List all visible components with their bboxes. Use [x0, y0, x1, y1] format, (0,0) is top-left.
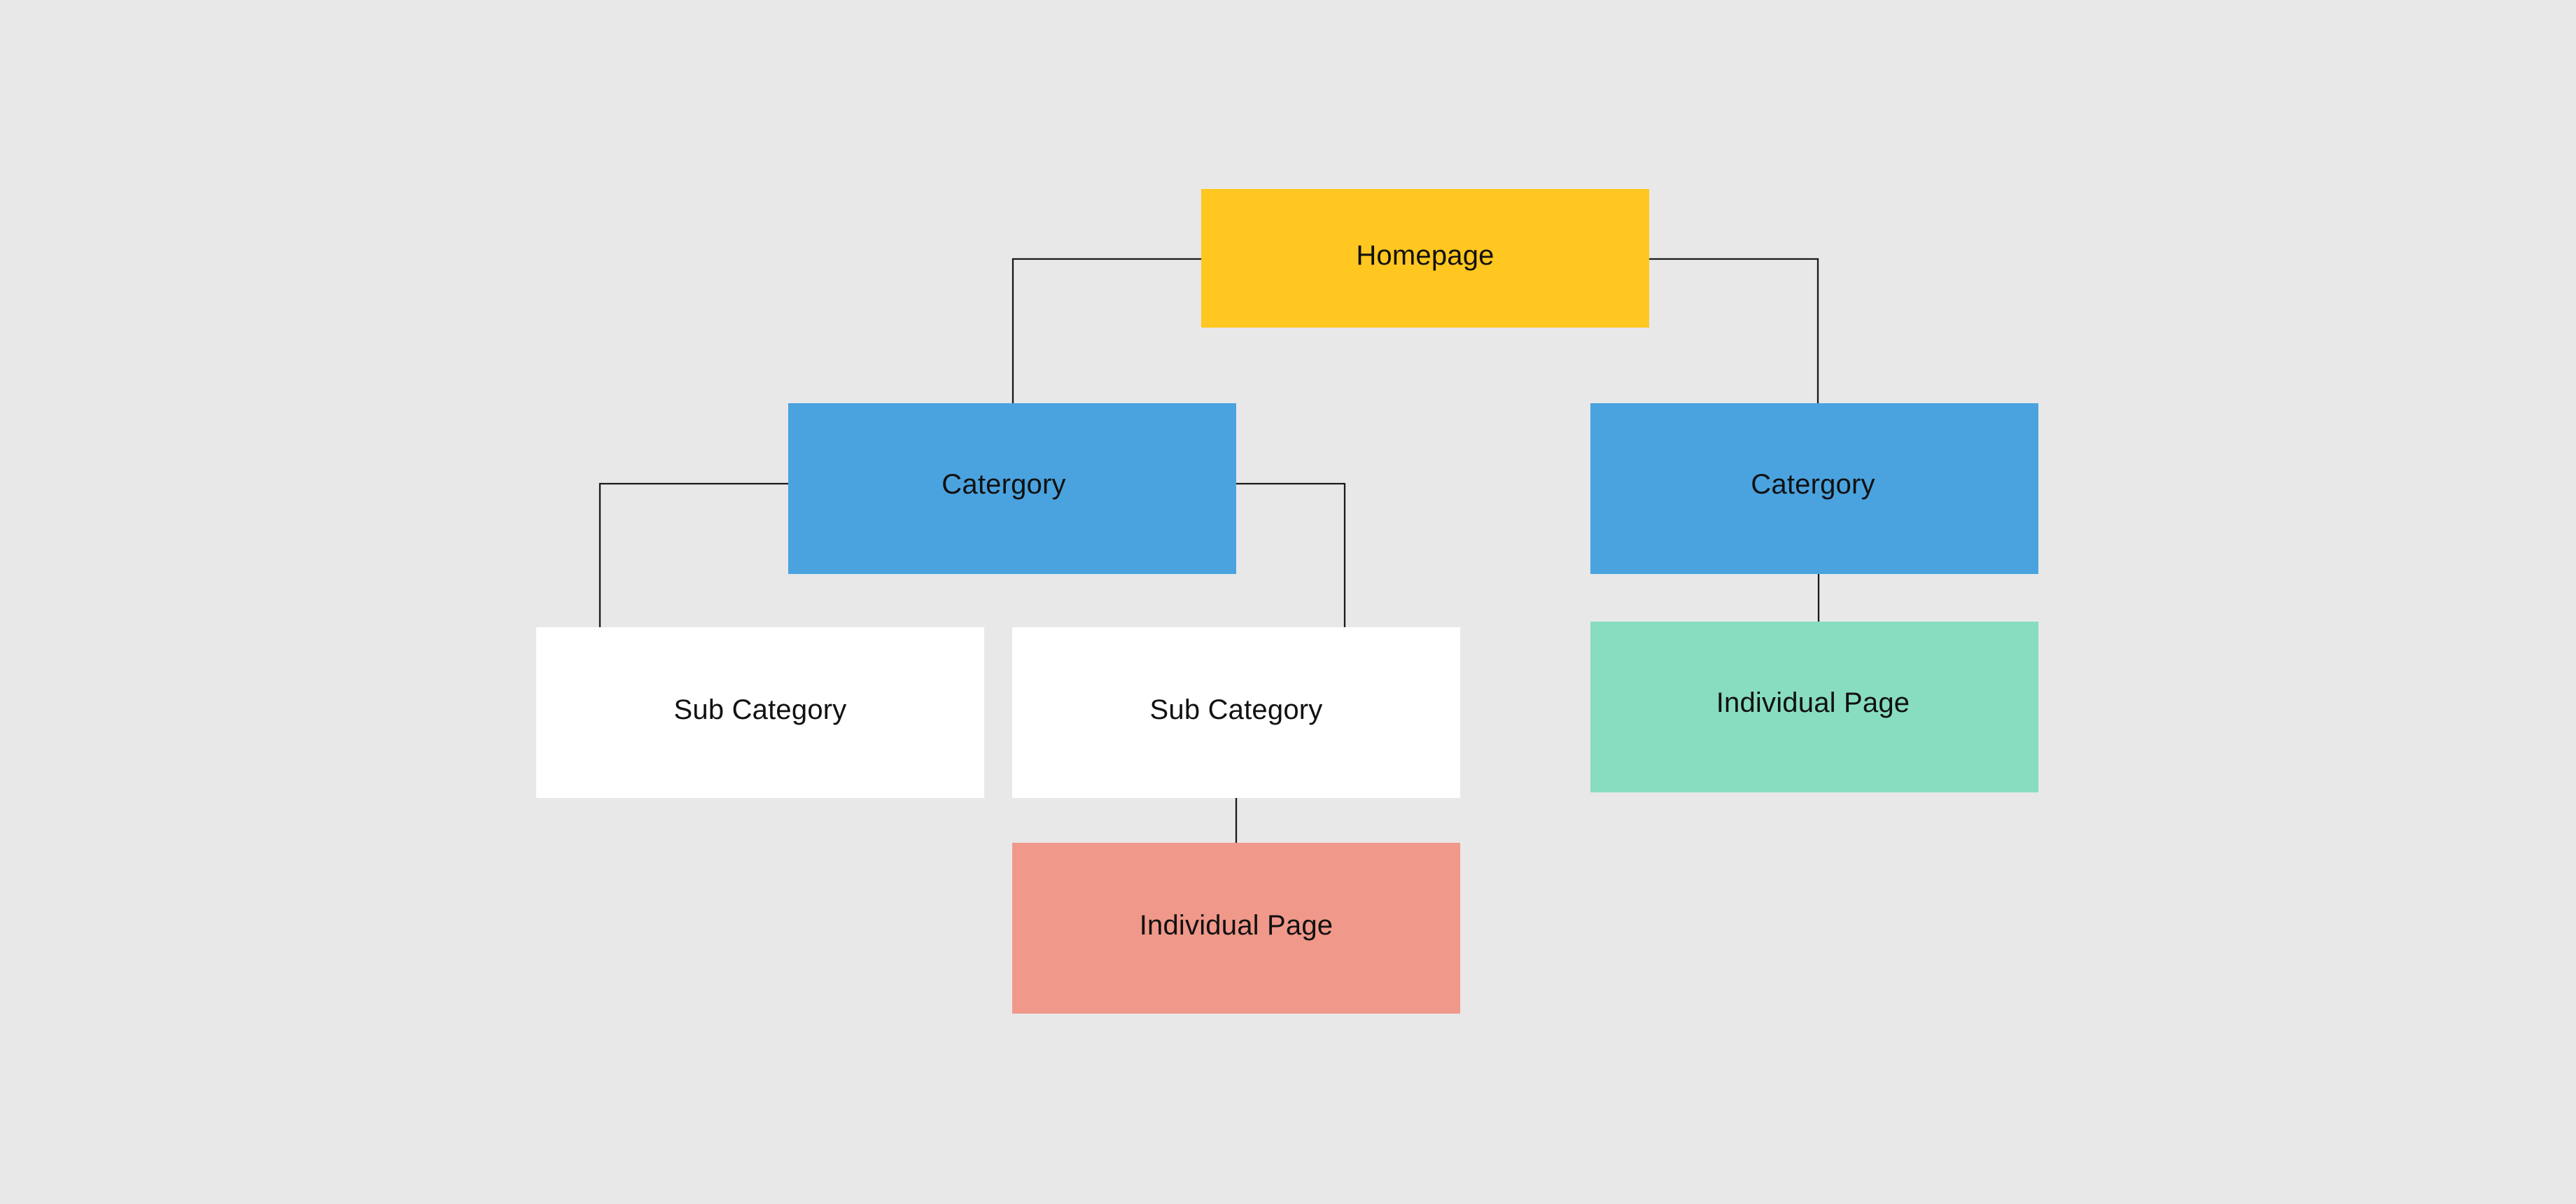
category-node-left[interactable]: Catergory: [788, 403, 1236, 574]
subcategory-node-right[interactable]: Sub Category: [1012, 627, 1460, 798]
individual-page-bottom-label: Individual Page: [1139, 909, 1334, 941]
category-node-right[interactable]: Catergory: [1590, 403, 2038, 574]
category-right-label: Catergory: [1751, 468, 1875, 500]
edge-homepage-to-category-left: [1011, 258, 1201, 403]
subcategory-node-left[interactable]: Sub Category: [536, 627, 984, 798]
edge-category-left-to-subcategory-left: [598, 482, 788, 627]
individual-page-right-label: Individual Page: [1716, 687, 1910, 718]
subcategory-right-label: Sub Category: [1149, 694, 1323, 725]
edge-homepage-to-category-right: [1649, 258, 1819, 403]
individual-page-node-bottom[interactable]: Individual Page: [1012, 843, 1460, 1014]
category-left-label: Catergory: [941, 468, 1066, 500]
individual-page-node-right[interactable]: Individual Page: [1590, 622, 2038, 792]
subcategory-left-label: Sub Category: [673, 694, 847, 725]
homepage-label: Homepage: [1356, 239, 1494, 271]
edge-category-left-to-subcategory-right: [1236, 482, 1346, 627]
homepage-node[interactable]: Homepage: [1201, 189, 1649, 328]
